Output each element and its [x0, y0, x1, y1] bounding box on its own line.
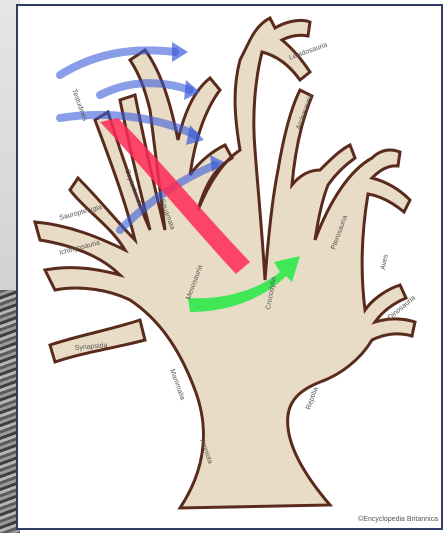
branch-label: Reptilia — [305, 386, 320, 410]
blue-arrowhead-1 — [172, 42, 188, 62]
branch-label: Aves — [380, 253, 390, 270]
image-credit: ©Encyclopedia Britannica — [358, 516, 438, 523]
branch-label: Mammalia — [168, 368, 186, 401]
branch-left-lower — [50, 320, 145, 362]
tree-trunk — [35, 18, 415, 508]
